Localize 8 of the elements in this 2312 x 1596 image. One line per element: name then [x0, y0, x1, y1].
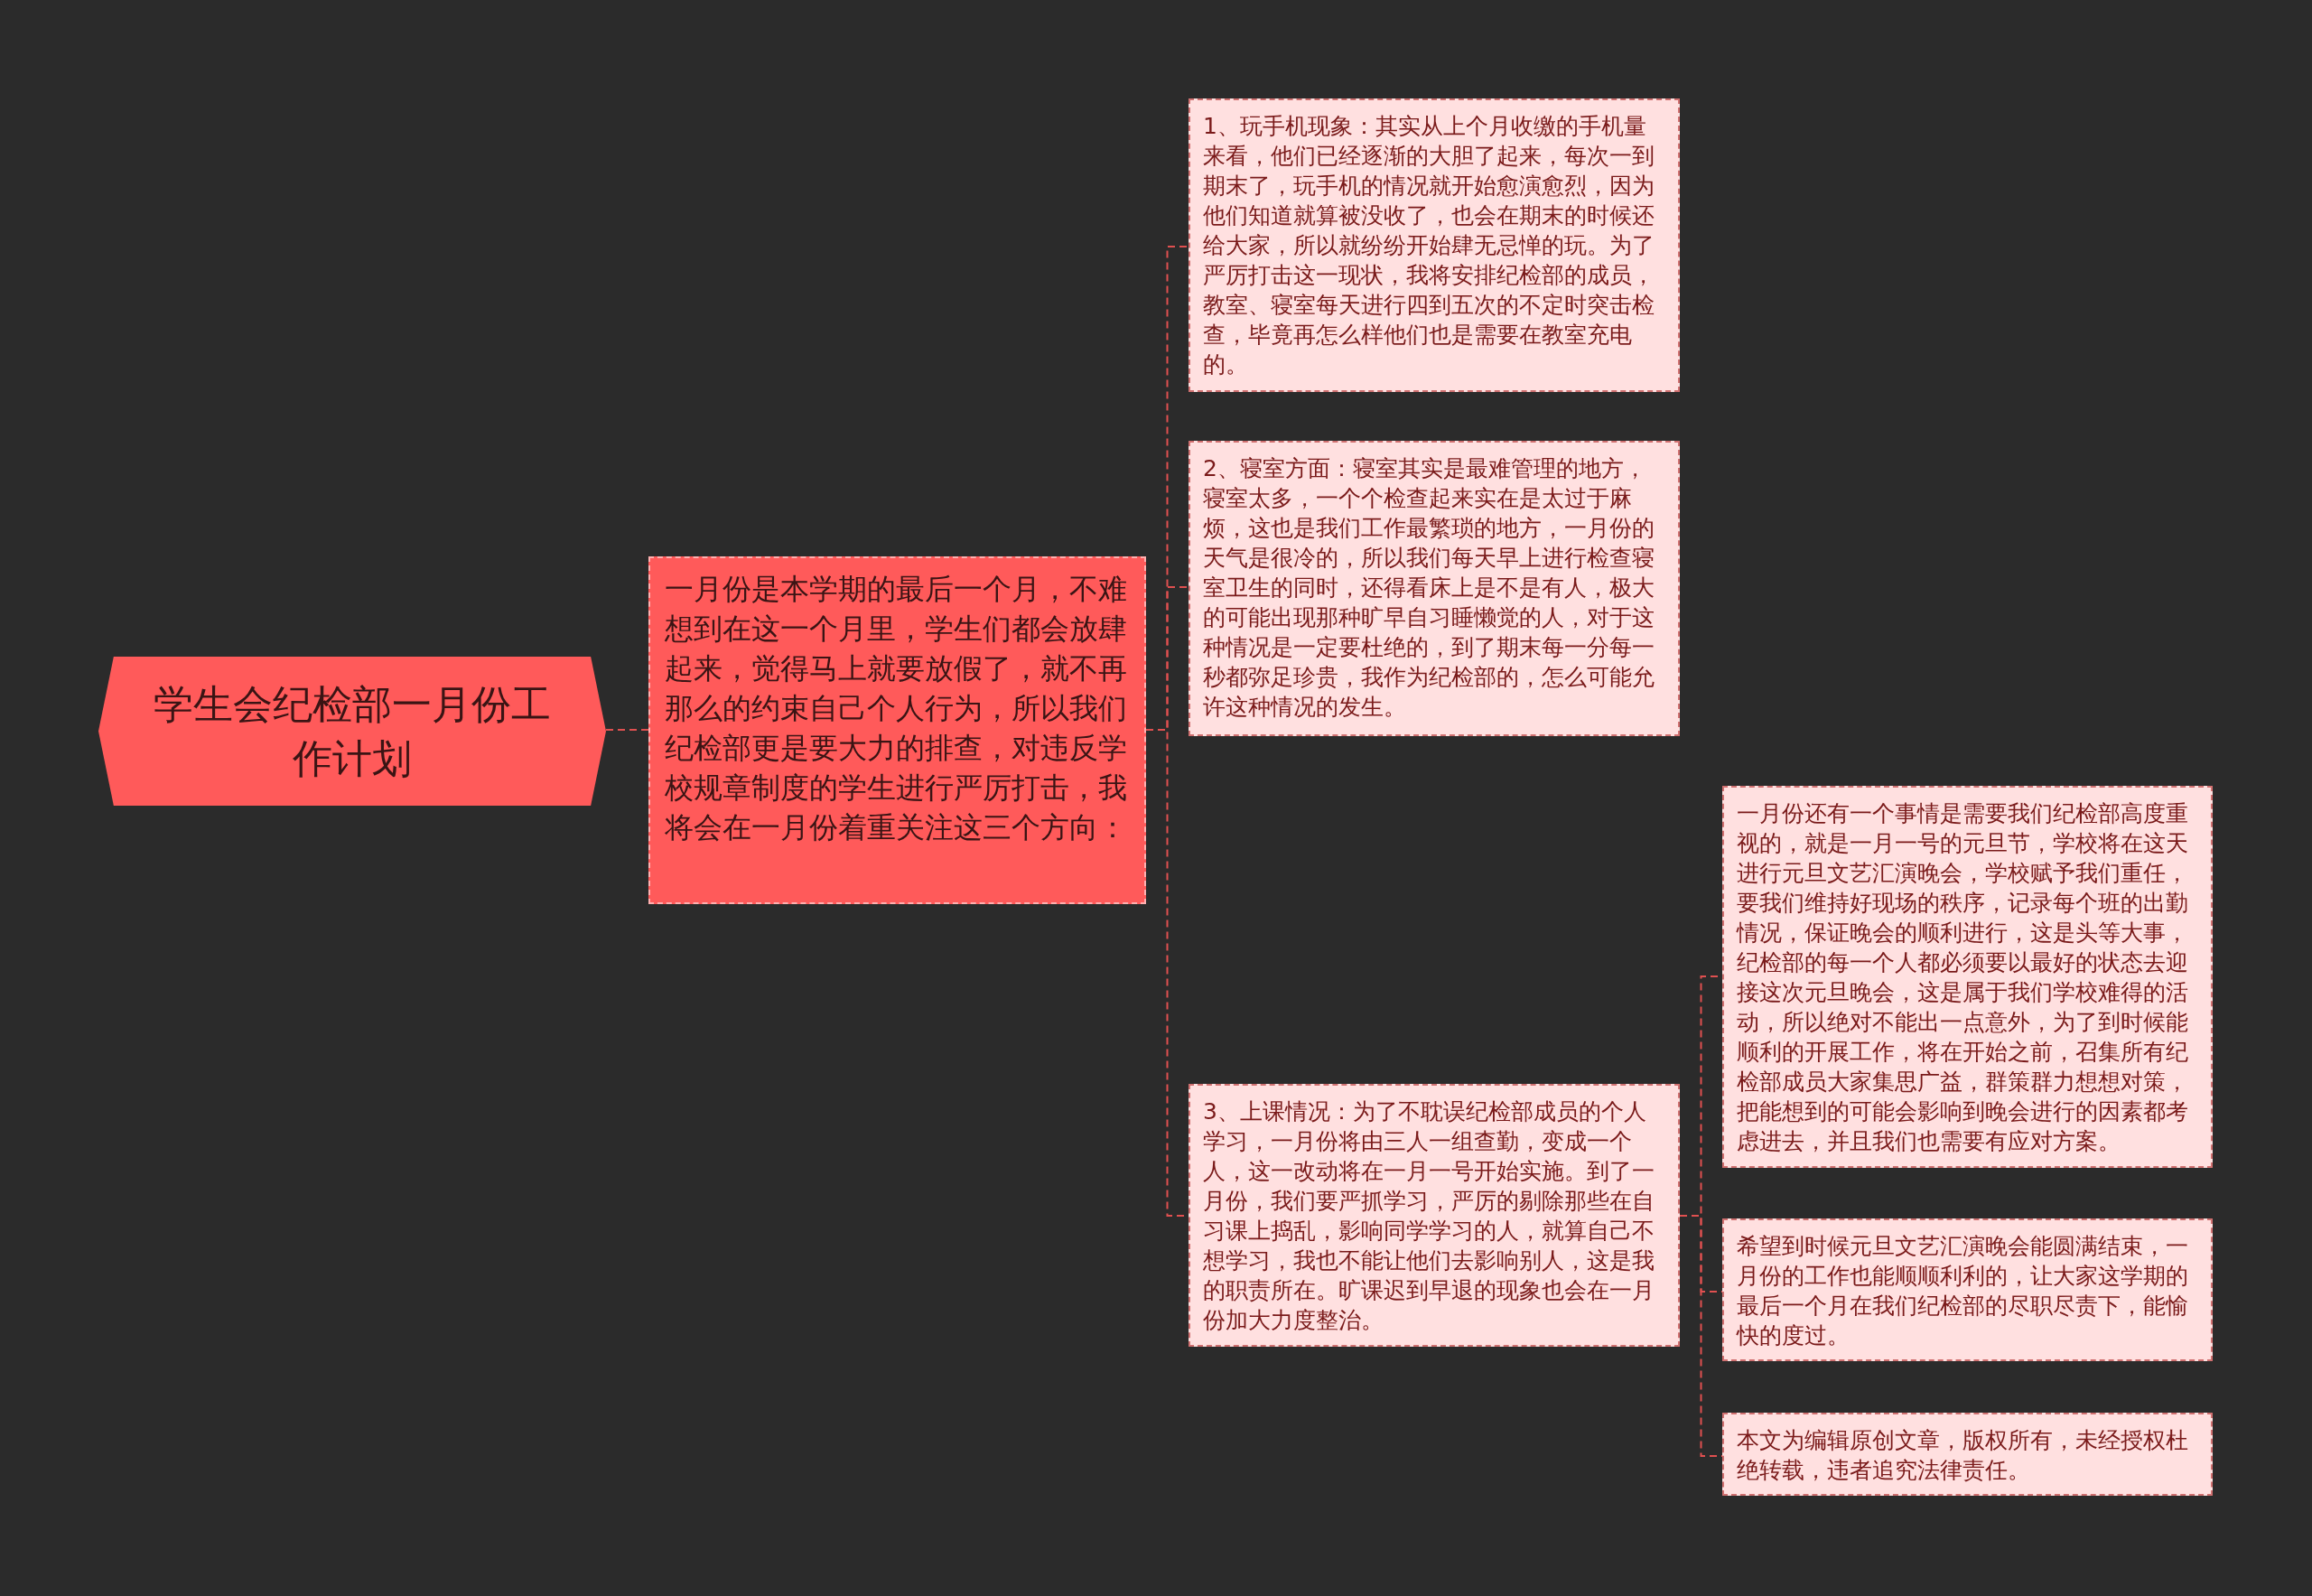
note-box: 一月份还有一个事情是需要我们纪检部高度重视的，就是一月一号的元旦节，学校将在这天进行元旦文艺汇演晚会，学校赋予我们重任，要我们维持好现场的秩序，记录每个班的出勤情况，保证晚会的顺利进行，这是头等大事，纪检部的每一个人都必须要以最好的状态去迎接这次元旦晚会，这是属于我们学校难得的活动，所以绝对不能出一点意外，为了到时候能顺利的开展工作，将在开始之前，召集所有纪检部成员大家集思广益，群策群力想想对策，把能想到的可能会影响到晚会进行的因素都考虑进去，并且我们也需要有应对方案。: [1722, 786, 2213, 1168]
note-box: 本文为编辑原创文章，版权所有，未经授权杜绝转载，违者追究法律责任。: [1722, 1413, 2213, 1496]
note-box: 3、上课情况：为了不耽误纪检部成员的个人学习，一月份将由三人一组查勤，变成一个人，这一改动将在一月一号开始实施。到了一月份，我们要严抓学习，严厉的剔除那些在自习课上捣乱，影响同学学习的人，就算自己不想学习，我也不能让他们去影响别人，这是我的职责所在。旷课迟到早退的现象也会在一月份加大力度整治。: [1189, 1084, 1680, 1347]
topic-box: 一月份是本学期的最后一个月，不难想到在这一个月里，学生们都会放肆起来，觉得马上就要放假了，就不再那么的约束自己个人行为，所以我们纪检部更是要大力的排查，对违反学校规章制度的学生进行严厉打击，我将会在一月份着重关注这三个方向：: [648, 556, 1146, 904]
connector-line: [605, 729, 649, 731]
note-box: 希望到时候元旦文艺汇演晚会能圆满结束，一月份的工作也能顺顺利利的，让大家这学期的最后一个月在我们纪检部的尽职尽责下，能愉快的度过。: [1722, 1218, 2213, 1361]
note-box: 2、寝室方面：寝室其实是最难管理的地方，寝室太多，一个个检查起来实在是太过于麻烦，这也是我们工作最繁琐的地方，一月份的天气是很冷的，所以我们每天早上进行检查寝室卫生的同时，还得看床上是不是有人，极大的可能出现那种旷早自习睡懒觉的人，对于这种情况是一定要杜绝的，到了期末每一分每一秒都弥足珍贵，我作为纪检部的，怎么可能允许这种情况的发生。: [1189, 441, 1680, 736]
note-box: 1、玩手机现象：其实从上个月收缴的手机量来看，他们已经逐渐的大胆了起来，每次一到期末了，玩手机的情况就开始愈演愈烈，因为他们知道就算被没收了，也会在期末的时候还给大家，所以就纷纷开始肆无忌惮的玩。为了严厉打击这一现状，我将安排纪检部的成员，教室、寝室每天进行四到五次的不定时突击检查，毕竟再怎么样他们也是需要在教室充电的。: [1189, 98, 1680, 392]
